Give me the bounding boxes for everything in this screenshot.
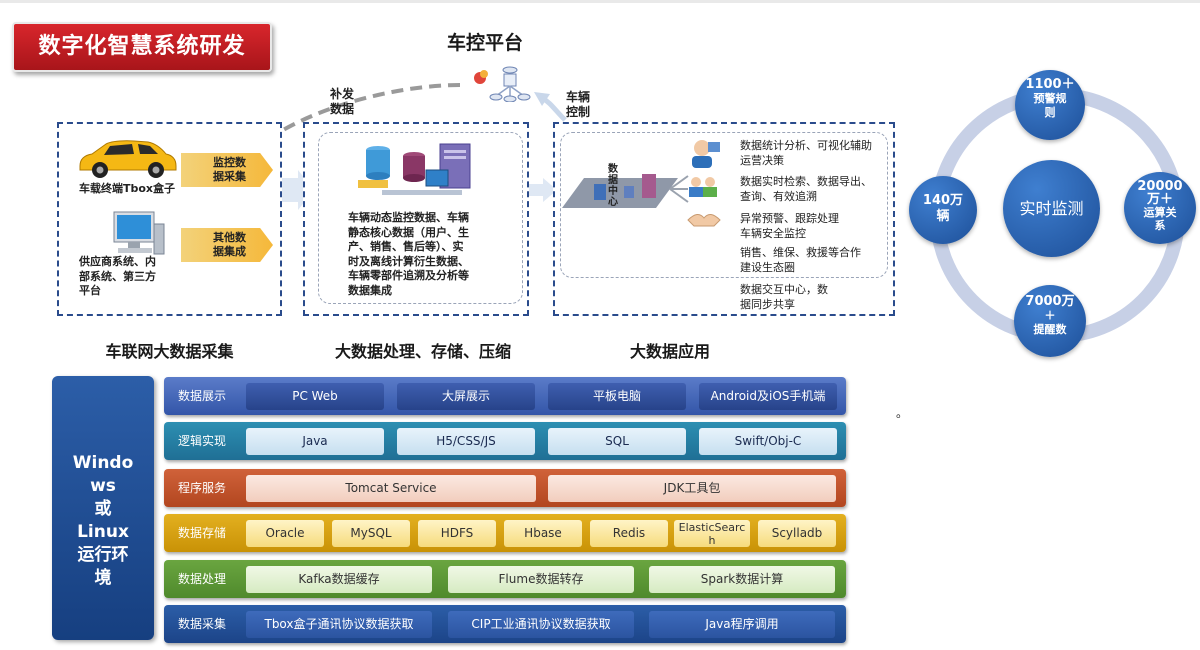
stack-cell: HDFS bbox=[418, 520, 496, 547]
stack-row-collection: 数据采集 Tbox盒子通讯协议数据获取 CIP工业通讯协议数据获取 Java程序… bbox=[164, 605, 846, 643]
title-banner: 数字化智慧系统研发 bbox=[12, 22, 272, 72]
stack-cell: SQL bbox=[548, 428, 686, 455]
stack-cell: Java bbox=[246, 428, 384, 455]
processing-inner bbox=[318, 132, 523, 304]
stack-row-display: 数据展示 PC Web 大屏展示 平板电脑 Android及iOS手机端 bbox=[164, 377, 846, 415]
data-center-label: 数据 中心 bbox=[608, 164, 618, 208]
platform-title: 车控平台 bbox=[446, 32, 523, 54]
monitor-vehicles-bubble: 140万辆 bbox=[909, 176, 977, 244]
stack-cell: 大屏展示 bbox=[397, 383, 535, 410]
stack-row-processing: 数据处理 Kafka数据缓存 Flume数据转存 Spark数据计算 bbox=[164, 560, 846, 598]
processing-section-label: 大数据处理、存储、压缩 bbox=[334, 342, 511, 361]
stack-cell: H5/CSS/JS bbox=[397, 428, 535, 455]
stack-cell: ElasticSearch bbox=[674, 520, 750, 547]
supplier-systems-label: 供应商系统、内部系统、第三方平台 bbox=[79, 255, 156, 297]
collection-section-label: 车联网大数据采集 bbox=[105, 342, 234, 361]
stack-cell: Spark数据计算 bbox=[649, 566, 835, 593]
row-label: 数据处理 bbox=[177, 572, 226, 586]
platform-server-icon bbox=[474, 66, 531, 102]
application-inner bbox=[560, 132, 888, 278]
branch-arrows bbox=[669, 175, 689, 203]
app-item-alert: 异常预警、跟踪处理车辆安全监控 bbox=[740, 212, 839, 240]
monitor-relations-bubble: 20000 万＋ 运算关系 bbox=[1124, 172, 1196, 244]
app-item-ecosystem: 销售、维保、救援等合作建设生态圈 bbox=[740, 246, 861, 274]
stack-row-logic: 逻辑实现 Java H5/CSS/JS SQL Swift/Obj-C bbox=[164, 422, 846, 460]
row-label: 数据展示 bbox=[177, 389, 226, 403]
stack-row-program: 程序服务 Tomcat Service JDK工具包 bbox=[164, 469, 846, 507]
database-server-icon bbox=[358, 143, 471, 195]
stack-cell: Redis bbox=[590, 520, 668, 547]
row-label: 数据采集 bbox=[177, 617, 226, 631]
monitor-center: 实时监测 bbox=[1003, 160, 1100, 257]
row-label: 逻辑实现 bbox=[177, 434, 226, 448]
stack-cell: Flume数据转存 bbox=[448, 566, 634, 593]
monitor-collect-tag: 监控数据采集 bbox=[181, 153, 273, 187]
stack-cell: JDK工具包 bbox=[548, 475, 836, 502]
stack-cell: Java程序调用 bbox=[649, 611, 835, 638]
monitor-rules-bubble: 1100＋ 预警规则 bbox=[1015, 70, 1085, 140]
stack-cell: MySQL bbox=[332, 520, 410, 547]
stack-cell: Scylladb bbox=[758, 520, 836, 547]
app-item-analytics: 数据统计分析、可视化辅助运营决策 bbox=[740, 139, 872, 167]
stack-cell: Tomcat Service bbox=[246, 475, 536, 502]
stack-cell: Swift/Obj-C bbox=[699, 428, 837, 455]
people-icons bbox=[687, 140, 721, 227]
car-icon bbox=[79, 140, 177, 178]
application-section-label: 大数据应用 bbox=[629, 342, 710, 361]
page-title: 数字化智慧系统研发 bbox=[38, 34, 246, 59]
stack-cell: 平板电脑 bbox=[548, 383, 686, 410]
app-item-sync: 数据交互中心，数据同步共享 bbox=[740, 283, 828, 311]
stack-cell: Android及iOS手机端 bbox=[699, 383, 837, 410]
stack-cell: PC Web bbox=[246, 383, 384, 410]
processing-description: 车辆动态监控数据、车辆静态核心数据（用户、生产、销售、售后等）、实 时及离线计算… bbox=[348, 211, 469, 297]
car-terminal-label: 车载终端Tbox盒子 bbox=[79, 182, 176, 195]
row-label: 数据存储 bbox=[177, 526, 226, 540]
resend-data-label: 补发数据 bbox=[330, 87, 355, 116]
app-item-search: 数据实时检索、数据导出、查询、有效追溯 bbox=[740, 175, 872, 203]
monitor-reminders-bubble: 7000万 ＋提醒数 bbox=[1014, 285, 1086, 357]
row-label: 程序服务 bbox=[177, 481, 226, 495]
vehicle-control-label: 车辆控制 bbox=[566, 90, 591, 119]
stray-mark: 。 bbox=[896, 406, 909, 420]
application-panel bbox=[553, 122, 895, 316]
stack-cell: Hbase bbox=[504, 520, 582, 547]
stack-cell: Tbox盒子通讯协议数据获取 bbox=[246, 611, 432, 638]
top-border bbox=[0, 0, 1200, 3]
stack-cell: CIP工业通讯协议数据获取 bbox=[448, 611, 634, 638]
stack-cell: Oracle bbox=[246, 520, 324, 547]
computer-icon bbox=[113, 211, 165, 255]
other-integration-tag: 其他数据集成 bbox=[181, 228, 273, 262]
stack-row-storage: 数据存储 Oracle MySQL HDFS Hbase Redis Elast… bbox=[164, 514, 846, 552]
stack-cell: Kafka数据缓存 bbox=[246, 566, 432, 593]
flow-arrow-2 bbox=[529, 178, 557, 202]
data-center-icon bbox=[562, 174, 678, 208]
